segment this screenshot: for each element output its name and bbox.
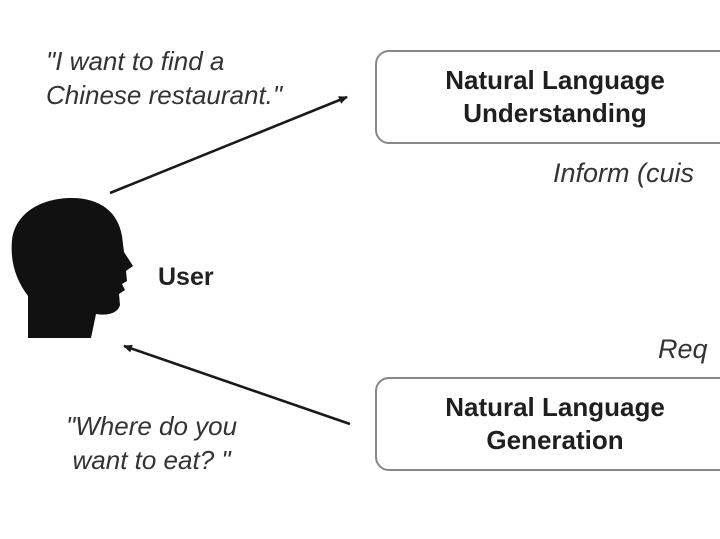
system-utterance: "Where do you want to eat? " <box>66 409 237 477</box>
user-label: User <box>158 263 214 291</box>
request-act-label: Req <box>658 334 708 364</box>
nlg-box-line-1: Natural Language <box>445 392 665 422</box>
nlu-box-line-2: Understanding <box>463 98 647 128</box>
nlu-box-line-1: Natural Language <box>445 65 665 95</box>
system-utterance-line-2: want to eat? " <box>72 445 231 475</box>
user-utterance: "I want to find a Chinese restaurant." <box>46 44 282 112</box>
inform-act-label: Inform (cuis <box>553 158 695 188</box>
nlg-box: Natural Language Generation <box>375 377 720 471</box>
nlu-box: Natural Language Understanding <box>375 50 720 144</box>
user-utterance-line-2: Chinese restaurant." <box>46 80 283 110</box>
arrow-user-to-nlu <box>109 95 348 195</box>
nlg-box-line-2: Generation <box>486 425 624 455</box>
user-utterance-line-1: "I want to find a <box>46 46 225 76</box>
arrow-nlg-to-user <box>123 344 351 426</box>
system-utterance-line-1: "Where do you <box>66 411 238 441</box>
